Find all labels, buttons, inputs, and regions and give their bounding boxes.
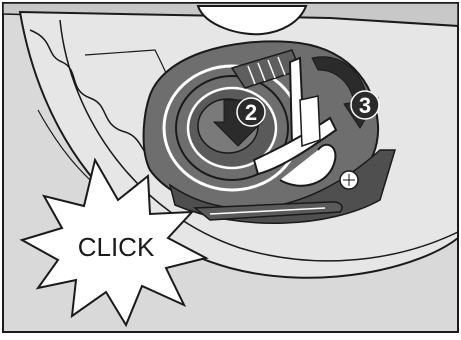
filter-handle-fin [300,96,320,146]
callout-number-2: 2 [245,100,257,125]
click-label: CLICK [78,232,155,262]
callout-number-3: 3 [359,93,371,118]
